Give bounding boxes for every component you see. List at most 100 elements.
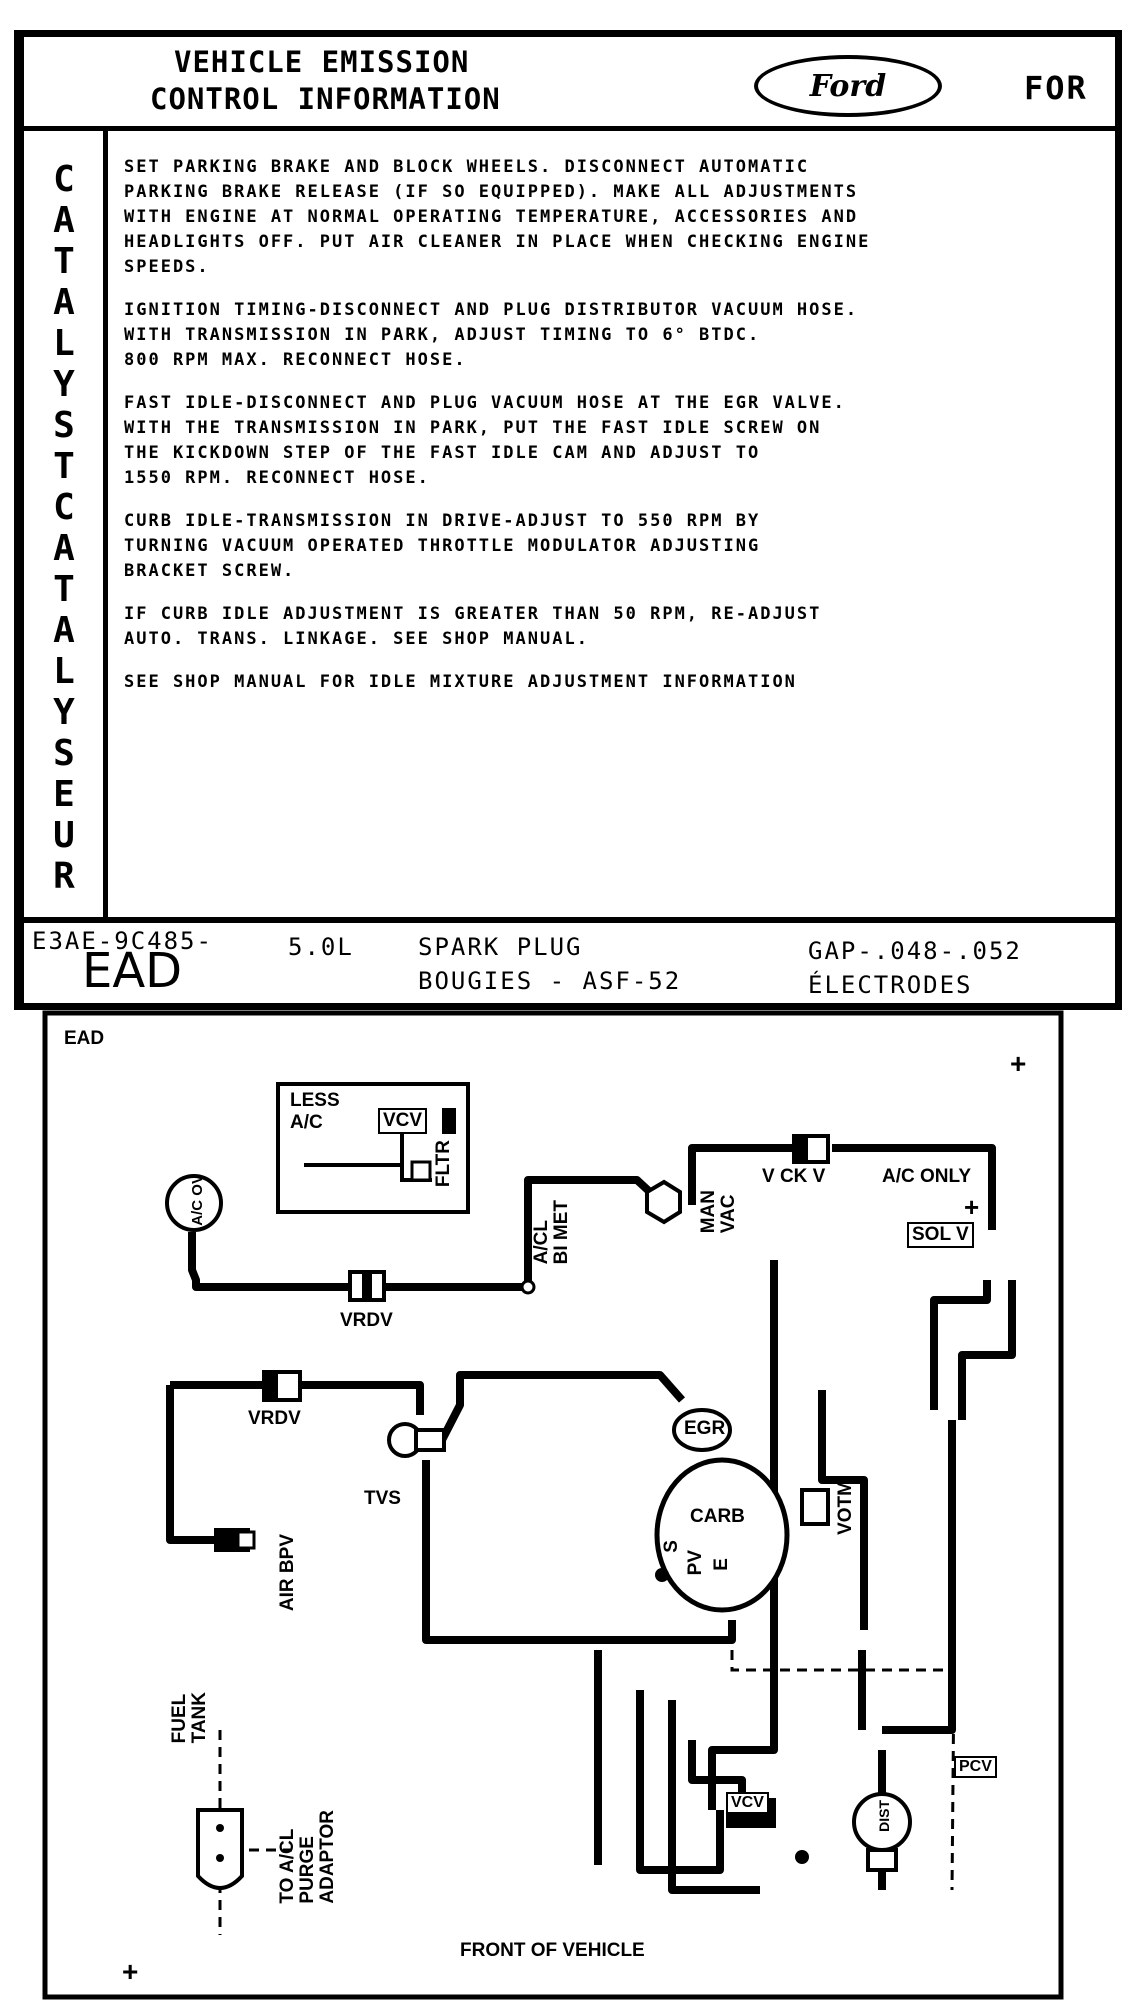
- side-letter: A: [53, 282, 75, 323]
- front-of-vehicle-label: FRONT OF VEHICLE: [460, 1940, 645, 1961]
- vrdv-top-label: VRDV: [340, 1310, 393, 1331]
- v-ck-v-label: V CK V: [762, 1166, 826, 1187]
- side-letter: A: [53, 610, 75, 651]
- hose-bottom-3: [668, 1700, 760, 1894]
- gap-label: GAP-.048-.052: [808, 937, 1022, 965]
- air-bpv-label: AIR BPV: [277, 1534, 298, 1612]
- instruction-paragraph: SET PARKING BRAKE AND BLOCK WHEELS. DISC…: [124, 157, 871, 277]
- diagram-frame: [42, 1010, 1064, 2000]
- purge-adaptor-label: TO A/CL PURGE ADAPTOR: [277, 1810, 338, 1904]
- emission-label: VEHICLE EMISSION CONTROL INFORMATION For…: [14, 30, 1122, 1010]
- header-right-text: FOR: [1024, 69, 1088, 107]
- side-letter: S: [53, 733, 75, 774]
- ac-only-label: A/C ONLY: [882, 1166, 972, 1187]
- instructions: SET PARKING BRAKE AND BLOCK WHEELS. DISC…: [124, 155, 1114, 713]
- calibration-code: EAD: [82, 943, 183, 999]
- hose-center-vcv: [708, 1650, 778, 1810]
- side-letter: A: [53, 528, 75, 569]
- side-letter: S: [53, 405, 75, 446]
- hose-vrdv-tvs: [302, 1381, 424, 1415]
- plus-mark-bottom: +: [122, 1956, 139, 1987]
- carb-s-label: S: [661, 1540, 682, 1553]
- side-letter: U: [53, 815, 75, 856]
- ford-logo-text: Ford: [809, 68, 887, 104]
- carb-e-label: E: [711, 1558, 732, 1571]
- hose-tvs-carb: [422, 1460, 736, 1644]
- hose-manvac-vckv: [688, 1144, 802, 1205]
- carb-body: [654, 1457, 790, 1613]
- acov-valve: [165, 1174, 223, 1232]
- instruction-paragraph: IF CURB IDLE ADJUSTMENT IS GREATER THAN …: [124, 604, 822, 649]
- tvs-label: TVS: [364, 1488, 401, 1509]
- side-letter: L: [53, 323, 75, 364]
- side-letter: Y: [53, 692, 75, 733]
- instruction-paragraph: SEE SHOP MANUAL FOR IDLE MIXTURE ADJUSTM…: [124, 672, 797, 692]
- vcv-inset-band: [442, 1108, 456, 1134]
- vrdv-top-band: [362, 1272, 372, 1300]
- less-ac-label: LESS A/C: [290, 1090, 340, 1133]
- hose-vckv-solv: [832, 1144, 996, 1230]
- electrodes-label: ÉLECTRODES: [808, 971, 973, 999]
- purge-canister: [196, 1808, 244, 1890]
- carb-pv-label: PV: [685, 1550, 706, 1576]
- title-line-2: CONTROL INFORMATION: [150, 82, 501, 116]
- dist-label: DIST: [876, 1800, 892, 1832]
- engine-size: 5.0L: [288, 933, 354, 961]
- egr-valve: [672, 1408, 732, 1452]
- side-letter: R: [53, 856, 75, 897]
- vrdv-mid-band: [264, 1372, 278, 1400]
- sol-v-label: SOL V: [907, 1222, 974, 1248]
- dist-port: [866, 1848, 898, 1872]
- side-letter: C: [53, 159, 75, 200]
- canister-port-2: [216, 1854, 224, 1862]
- hose-votm: [818, 1390, 868, 1630]
- vckv-band: [794, 1136, 808, 1162]
- spark-plug-type: BOUGIES - ASF-52: [418, 967, 682, 995]
- hose-solv-down-2: [958, 1280, 1016, 1420]
- dashed-carb-pcv: [730, 1650, 956, 1891]
- vcv-bottom-label: VCV: [726, 1792, 769, 1814]
- hose-solv-down: [930, 1280, 991, 1410]
- acl-bimet-label: A/CL BI MET: [531, 1200, 572, 1265]
- vcv-bottom-port: [795, 1850, 809, 1864]
- side-letter: E: [53, 774, 75, 815]
- part-number: E3AE-9C485-: [32, 927, 213, 955]
- hose-tvs-egr: [438, 1371, 686, 1442]
- egr-label: EGR: [684, 1418, 726, 1439]
- side-letter: C: [53, 487, 75, 528]
- pcv-label: PCV: [954, 1756, 997, 1778]
- side-letter: A: [53, 200, 75, 241]
- title-line-1: VEHICLE EMISSION: [174, 45, 470, 79]
- spark-plug-label: SPARK PLUG: [418, 933, 583, 961]
- bimet-port: [520, 1279, 536, 1295]
- man-vac-port: [645, 1179, 682, 1225]
- hose-bottom-2: [636, 1690, 724, 1874]
- canister-port-1: [216, 1824, 224, 1832]
- instruction-paragraph: IGNITION TIMING-DISCONNECT AND PLUG DIST…: [124, 300, 859, 370]
- instruction-paragraph: FAST IDLE-DISCONNECT AND PLUG VACUUM HOS…: [124, 393, 846, 488]
- fuel-tank-label: FUEL TANK: [169, 1692, 210, 1744]
- air-bpv-cap: [236, 1530, 256, 1550]
- ford-logo: Ford: [754, 55, 942, 117]
- vrdv-mid-label: VRDV: [248, 1408, 301, 1429]
- hose-airbpv-left: [166, 1385, 222, 1544]
- side-letter: T: [53, 241, 75, 282]
- vrdv-mid-valve: [262, 1370, 302, 1402]
- fltr-body: [410, 1160, 432, 1182]
- vacuum-diagram-lines: [42, 1010, 1064, 2000]
- corner-label: EAD: [64, 1028, 105, 1049]
- side-letter: Y: [53, 364, 75, 405]
- carb-label: CARB: [690, 1506, 745, 1527]
- votm-label: VOTM: [835, 1480, 856, 1535]
- side-letter: L: [53, 651, 75, 692]
- vacuum-diagram: EAD + + LESS A/C VCV FLTR A/C OV VRDV A/…: [42, 1010, 1064, 2000]
- label-header: VEHICLE EMISSION CONTROL INFORMATION For…: [24, 37, 1115, 131]
- spark-plug-bar: E3AE-9C485- EAD 5.0L SPARK PLUG BOUGIES …: [24, 917, 1115, 1010]
- less-ac-inset: [276, 1082, 470, 1214]
- votm-unit: [800, 1488, 830, 1526]
- vcv-inset-label: VCV: [378, 1108, 428, 1134]
- side-letter: T: [53, 446, 75, 487]
- plus-mark-top: +: [1010, 1048, 1027, 1079]
- hose-to-dist: [882, 1670, 956, 1734]
